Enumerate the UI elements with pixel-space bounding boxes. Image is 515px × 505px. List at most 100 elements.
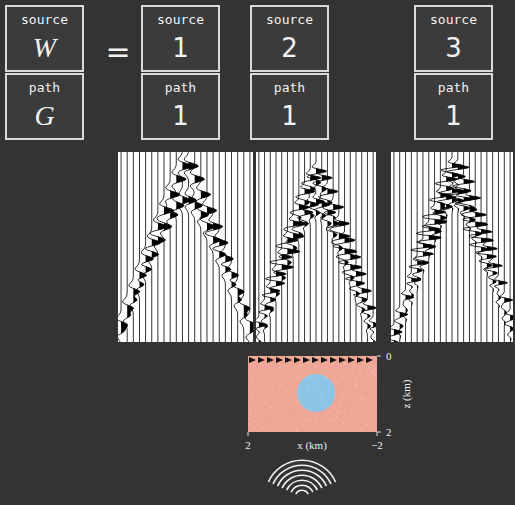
noise-dot	[357, 400, 358, 401]
noise-dot	[282, 382, 283, 383]
noise-dot	[315, 424, 316, 425]
noise-dot	[331, 380, 332, 381]
receiver-triangles	[249, 357, 373, 363]
noise-dot	[325, 407, 326, 408]
noise-dot	[296, 370, 297, 371]
noise-dot	[372, 366, 373, 367]
noise-dot	[309, 420, 310, 421]
noise-dot	[292, 378, 293, 379]
wiggle-trace	[346, 152, 367, 342]
receiver-triangle	[285, 357, 292, 363]
noise-dot	[296, 430, 297, 431]
noise-dot	[370, 395, 371, 396]
seismogram	[255, 152, 382, 342]
noise-dot	[273, 389, 274, 390]
noise-dot	[291, 363, 292, 364]
noise-dot	[358, 426, 359, 427]
box-heading: source	[157, 12, 204, 27]
noise-dot	[351, 369, 352, 370]
noise-dot	[254, 357, 255, 358]
noise-dot	[319, 395, 320, 396]
noise-dot	[310, 376, 311, 377]
wiggle-trace	[422, 152, 446, 342]
noise-dot	[271, 430, 272, 431]
noise-dot	[361, 374, 362, 375]
seismogram	[116, 152, 256, 342]
noise-dot	[254, 420, 255, 421]
noise-dot	[361, 413, 362, 414]
noise-dot	[352, 415, 353, 416]
box-value: G	[34, 101, 54, 131]
noise-dot	[335, 374, 336, 375]
wiggle-fill	[133, 152, 139, 342]
noise-dot	[311, 430, 312, 431]
noise-dot	[375, 373, 376, 374]
noise-dot	[328, 418, 329, 419]
noise-dot	[320, 392, 321, 393]
noise-dot	[301, 365, 302, 366]
noise-dot	[306, 408, 307, 409]
noise-dot	[297, 380, 298, 381]
tick	[377, 356, 381, 357]
noise-dot	[315, 381, 316, 382]
noise-dot	[252, 402, 253, 403]
noise-dot	[252, 397, 253, 398]
noise-dot	[267, 404, 268, 405]
noise-dot	[281, 405, 282, 406]
noise-dot	[278, 407, 279, 408]
noise-dot	[287, 370, 288, 371]
wiggle-trace	[453, 152, 475, 342]
box-value: 3	[445, 33, 462, 63]
noise-dot	[340, 379, 341, 380]
box-heading: source	[21, 12, 68, 27]
noise-dot	[355, 385, 356, 386]
noise-dot	[326, 426, 327, 427]
noise-dot	[301, 381, 302, 382]
noise-dot	[295, 421, 296, 422]
noise-dot	[337, 411, 338, 412]
noise-dot	[337, 383, 338, 384]
noise-dot	[351, 383, 352, 384]
receiver-triangle	[249, 357, 256, 363]
noise-dot	[277, 356, 278, 357]
noise-dot	[304, 420, 305, 421]
noise-dot	[375, 382, 376, 383]
noise-dot	[331, 398, 332, 399]
noise-dot	[321, 395, 322, 396]
noise-dot	[325, 410, 326, 411]
noise-dot	[274, 358, 275, 359]
wiggle-trace	[362, 152, 376, 342]
noise-dot	[277, 408, 278, 409]
noise-dot	[285, 389, 286, 390]
noise-dot	[291, 403, 292, 404]
wiggle-trace	[329, 152, 349, 342]
wiggle-fill	[121, 152, 128, 342]
noise-dot	[317, 419, 318, 420]
noise-dot	[282, 400, 283, 401]
noise-dot	[249, 418, 250, 419]
noise-dot	[374, 370, 375, 371]
noise-dot	[307, 391, 308, 392]
noise-dot	[259, 427, 260, 428]
noise-dot	[284, 395, 285, 396]
receiver-triangle	[348, 357, 355, 363]
noise-dot	[355, 383, 356, 384]
noise-dot	[317, 388, 318, 389]
noise-dot	[314, 415, 315, 416]
noise-dot	[303, 425, 304, 426]
box-heading: path	[165, 80, 196, 95]
noise-dot	[278, 389, 279, 390]
noise-dot	[331, 405, 332, 406]
box-value: 1	[281, 101, 298, 131]
noise-dot	[375, 375, 376, 376]
noise-dot	[367, 370, 368, 371]
noise-dot	[374, 374, 375, 375]
noise-dot	[289, 418, 290, 419]
wiggle-fill	[362, 152, 372, 342]
noise-dot	[261, 385, 262, 386]
noise-dot	[341, 426, 342, 427]
noise-dot	[321, 421, 322, 422]
noise-dot	[297, 377, 298, 378]
noise-dot	[271, 425, 272, 426]
noise-dot	[341, 406, 342, 407]
